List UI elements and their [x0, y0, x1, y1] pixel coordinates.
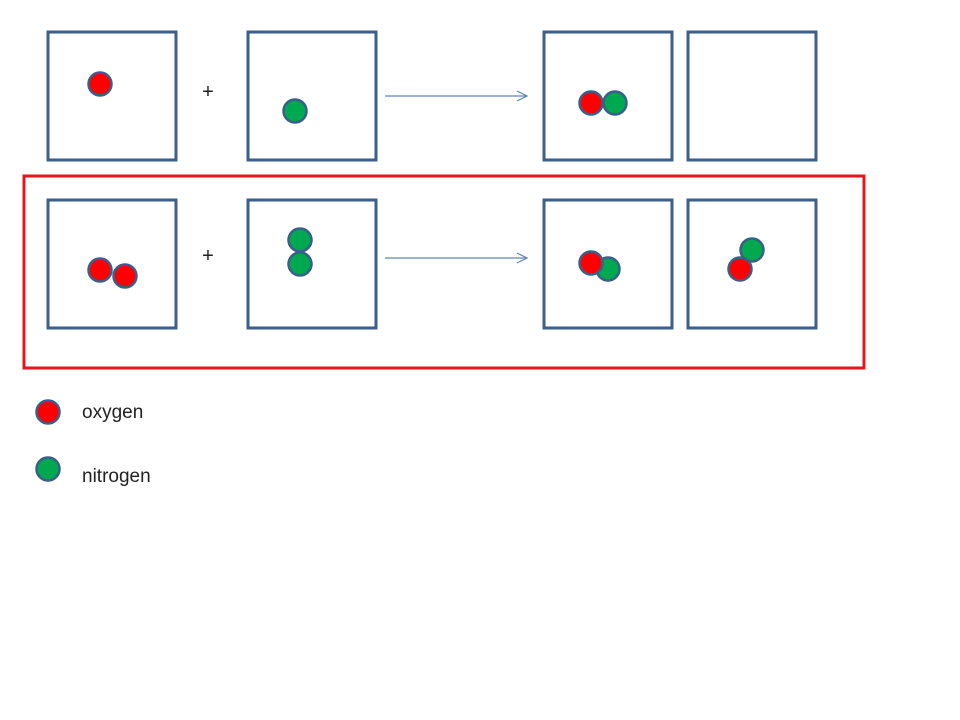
oxygen-atom — [87, 257, 113, 283]
highlight-frame — [22, 174, 866, 370]
legend-item-oxygen: oxygen — [35, 399, 143, 425]
oxygen-swatch-icon — [35, 399, 61, 425]
reaction-row-1: + — [46, 30, 818, 162]
oxygen-atom — [112, 263, 138, 289]
reactant-box-1 — [46, 30, 178, 162]
reaction-arrow — [385, 252, 529, 264]
oxygen-atom — [87, 71, 113, 97]
reaction-arrow — [385, 90, 529, 102]
legend-label-oxygen: oxygen — [82, 402, 143, 423]
nitrogen-swatch-icon — [35, 456, 61, 482]
nitrogen-atom — [287, 227, 313, 253]
nitrogen-atom — [282, 98, 308, 124]
product-box-2 — [686, 198, 818, 330]
nitrogen-atom — [287, 251, 313, 277]
legend: oxygen nitrogen — [35, 399, 151, 487]
oxygen-atom — [578, 250, 604, 276]
product-box-2 — [686, 30, 818, 162]
legend-label-nitrogen: nitrogen — [82, 466, 151, 487]
plus-sign: + — [202, 245, 214, 267]
reaction-row-2: + — [46, 198, 818, 330]
nitrogen-atom — [739, 237, 765, 263]
reactant-box-1 — [46, 198, 178, 330]
plus-sign: + — [202, 81, 214, 103]
oxygen-atom — [578, 90, 604, 116]
nitrogen-atom — [602, 90, 628, 116]
legend-item-nitrogen: nitrogen — [35, 456, 151, 487]
reactant-box-2 — [246, 30, 378, 162]
oxygen-atom — [727, 256, 753, 282]
